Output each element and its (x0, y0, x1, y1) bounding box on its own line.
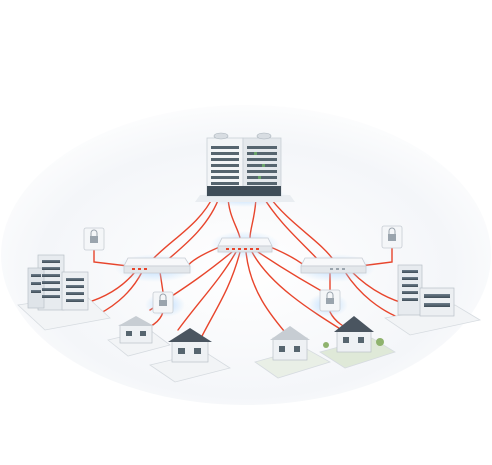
house-1 (107, 316, 171, 357)
house-4 (319, 316, 396, 369)
lock-mid-right (319, 289, 341, 312)
switch-left (123, 257, 191, 274)
house-2 (149, 328, 231, 383)
core-switch (217, 237, 273, 253)
datacenter-server (195, 132, 295, 202)
house-3 (254, 326, 332, 379)
office-left (17, 254, 111, 331)
lock-left (83, 227, 105, 251)
office-right (383, 264, 482, 336)
lock-right (381, 225, 403, 249)
switch-right (300, 257, 367, 274)
lock-mid-left (152, 291, 174, 314)
